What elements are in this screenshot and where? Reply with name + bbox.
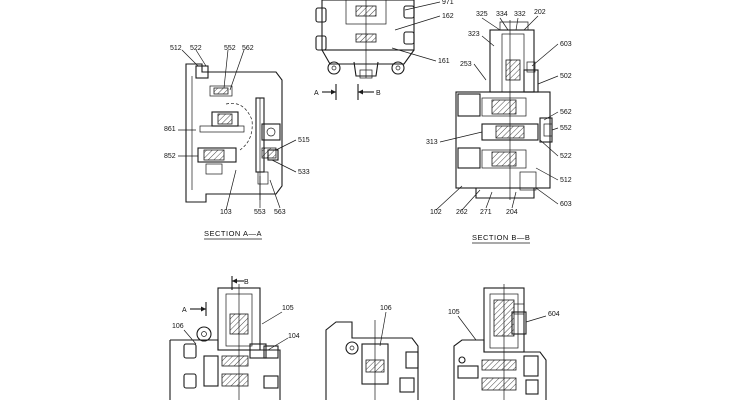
callout-603-top: 603	[560, 41, 572, 48]
caption-section-bb: SECTION B—B	[472, 233, 530, 242]
callout-604: 604	[548, 311, 560, 318]
caption-section-aa: SECTION A—A	[204, 229, 262, 238]
callout-262: 262	[456, 209, 468, 216]
section-marker-top: A B	[314, 84, 381, 100]
callout-512-a: 512	[170, 45, 182, 52]
callout-512-b: 512	[560, 177, 572, 184]
callout-563: 563	[274, 209, 286, 216]
callout-102: 102	[430, 209, 442, 216]
callout-515: 515	[298, 137, 310, 144]
callout-162: 162	[442, 13, 454, 20]
callout-562-a: 562	[242, 45, 254, 52]
callout-522-b: 522	[560, 153, 572, 160]
callout-533: 533	[298, 169, 310, 176]
callout-106-d: 106	[380, 305, 392, 312]
callout-502: 502	[560, 73, 572, 80]
callout-204: 204	[506, 209, 518, 216]
callout-552-b: 552	[560, 125, 572, 132]
section-bb-view: 325 334 332 202 323 603 253 502 562 313 …	[426, 9, 572, 244]
callout-202: 202	[534, 9, 546, 16]
callout-603-bottom: 603	[560, 201, 572, 208]
callout-106-c: 106	[172, 323, 184, 330]
bottom-right-view: 105 604	[448, 284, 560, 400]
callout-971: 971	[442, 0, 454, 6]
callout-522-a: 522	[190, 45, 202, 52]
callout-271: 271	[480, 209, 492, 216]
callout-105-e: 105	[448, 309, 460, 316]
marker-b-bottom: B	[244, 279, 249, 286]
callout-852: 852	[164, 153, 176, 160]
bottom-left-view: B A 105 106 104	[169, 276, 300, 400]
section-aa-view: 512 522 552 562 861 852 515 533 103 553 …	[164, 45, 310, 240]
marker-b-top: B	[376, 90, 381, 97]
callout-562-b: 562	[560, 109, 572, 116]
callout-253: 253	[460, 61, 472, 68]
top-center-view: 971 162 161	[315, 0, 454, 79]
callout-103: 103	[220, 209, 232, 216]
callout-105-c: 105	[282, 305, 294, 312]
marker-a-bottom: A	[182, 307, 187, 314]
callout-861: 861	[164, 126, 176, 133]
callout-313: 313	[426, 139, 438, 146]
bottom-center-view: 106	[325, 305, 419, 400]
callout-552-a: 552	[224, 45, 236, 52]
callout-161: 161	[438, 58, 450, 65]
callout-325: 325	[476, 11, 488, 18]
callout-323: 323	[468, 31, 480, 38]
callout-553: 553	[254, 209, 266, 216]
callout-332: 332	[514, 11, 526, 18]
callout-104: 104	[288, 333, 300, 340]
marker-a-top: A	[314, 90, 319, 97]
callout-334: 334	[496, 11, 508, 18]
